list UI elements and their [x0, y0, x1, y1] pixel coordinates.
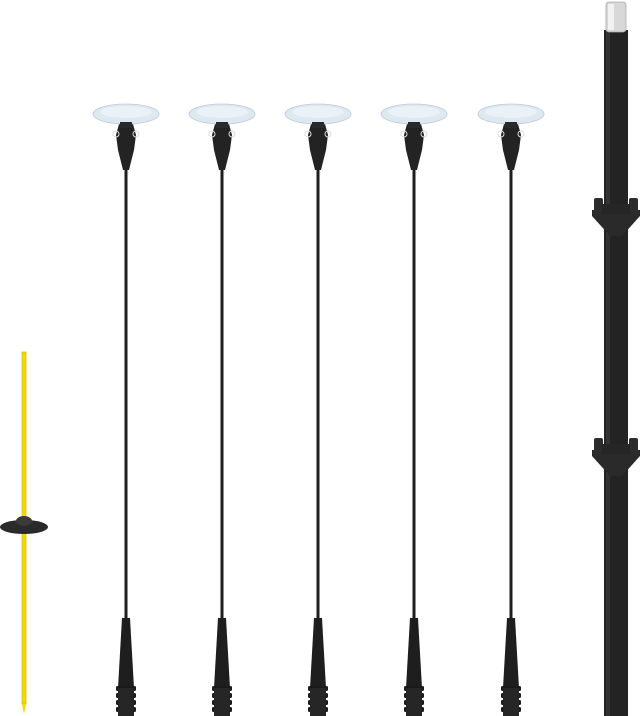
lamp-base — [310, 618, 326, 688]
lamp-head — [404, 124, 424, 170]
yellow-stake — [0, 351, 48, 714]
lamp-pole — [220, 168, 224, 623]
lamp-head — [116, 124, 136, 170]
lamp-pole — [124, 168, 128, 623]
lamp-base — [406, 618, 422, 688]
lamp-3 — [284, 103, 352, 716]
pole-bracket — [592, 198, 640, 236]
lamp-1 — [92, 103, 160, 716]
lamp-pole — [412, 168, 416, 623]
tall-pole — [604, 1, 628, 716]
lamp-pole — [316, 168, 320, 623]
lamp-head — [308, 124, 328, 170]
lamp-pole — [509, 168, 513, 623]
lamp-head — [501, 124, 521, 170]
lamp-5 — [477, 103, 545, 716]
stake-disc — [0, 520, 48, 534]
lamp-2 — [188, 103, 256, 716]
pole-bracket — [592, 438, 640, 476]
lamp-base — [214, 618, 230, 688]
lamp-4 — [380, 103, 448, 716]
lamp-base — [118, 618, 134, 688]
lamp-head — [212, 124, 232, 170]
lamp-base — [503, 618, 519, 688]
